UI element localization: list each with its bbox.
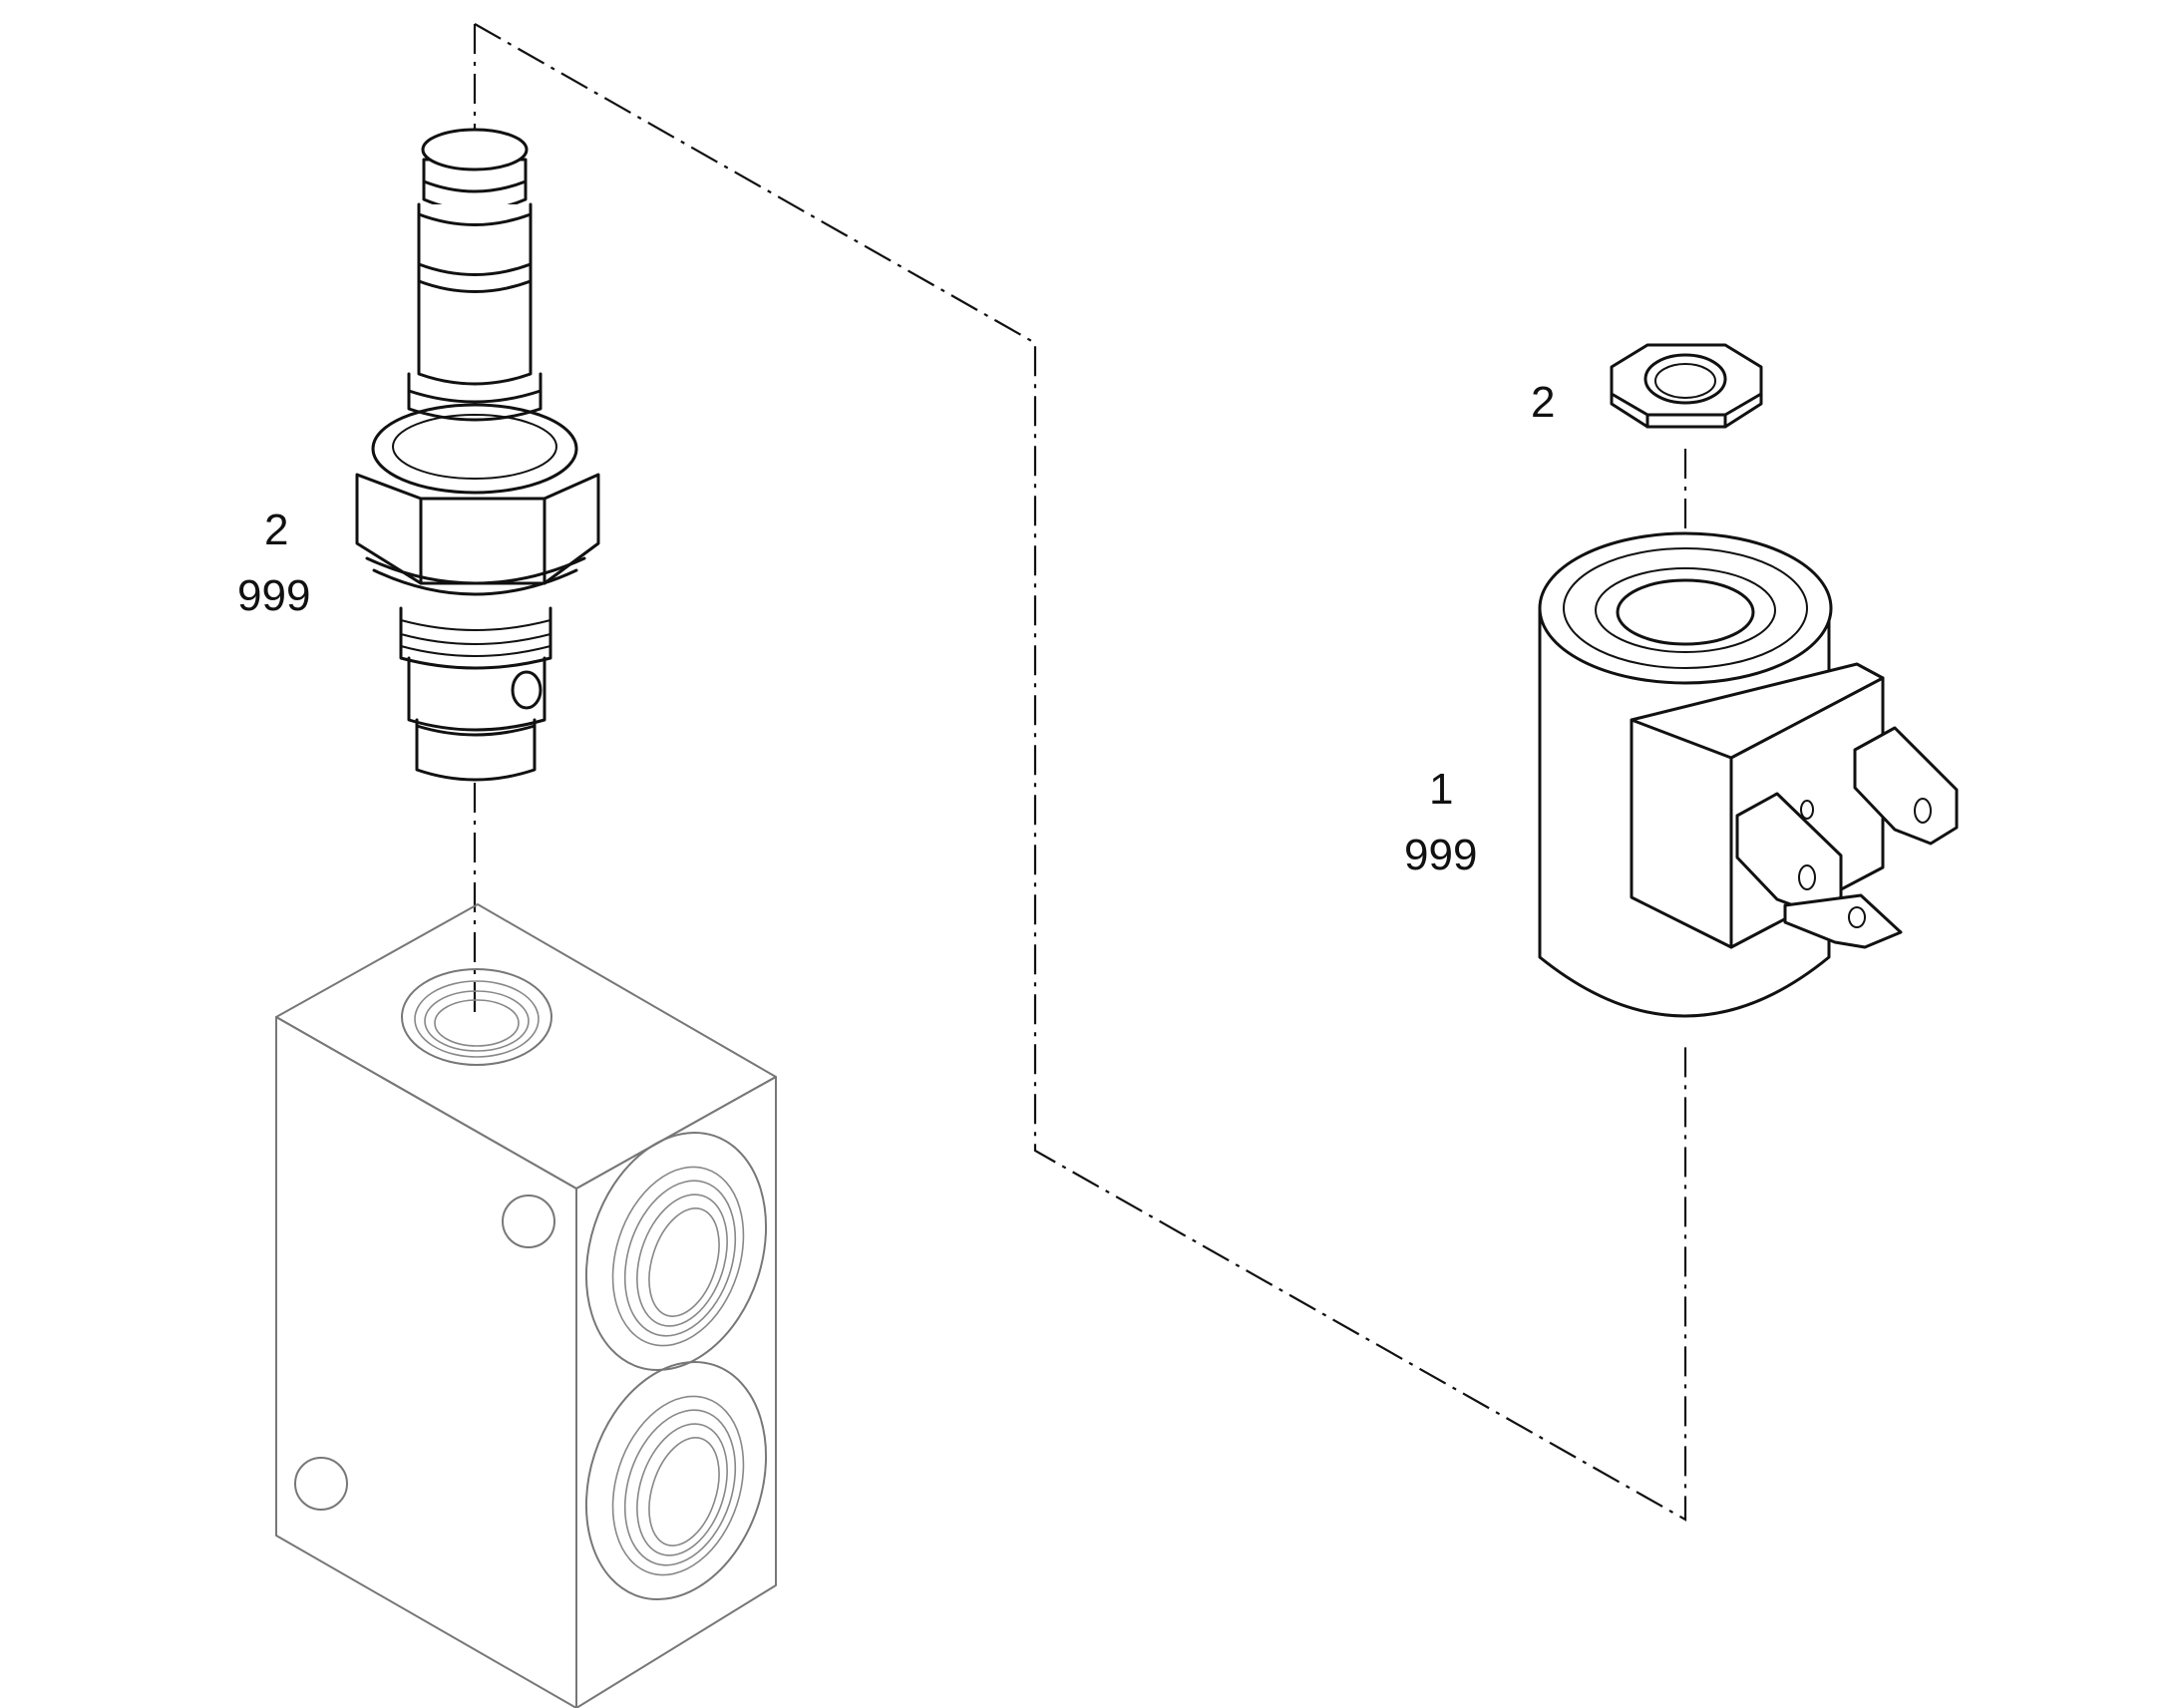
- block-port-lower: [584, 1360, 768, 1601]
- valve-block: [275, 903, 777, 1708]
- nut-item-number: 2: [1531, 378, 1556, 427]
- block-port-upper: [584, 1131, 768, 1372]
- coil-quantity: 999: [1404, 831, 1478, 879]
- cartridge-item-number: 2: [264, 506, 289, 554]
- assembly-center-lines: [473, 23, 1687, 1522]
- coil-item-number: 1: [1429, 765, 1454, 814]
- cartridge-quantity: 999: [237, 571, 311, 620]
- solenoid-coil: [1538, 531, 1959, 1018]
- hex-nut: [1610, 343, 1763, 429]
- valve-cartridge: [355, 128, 600, 782]
